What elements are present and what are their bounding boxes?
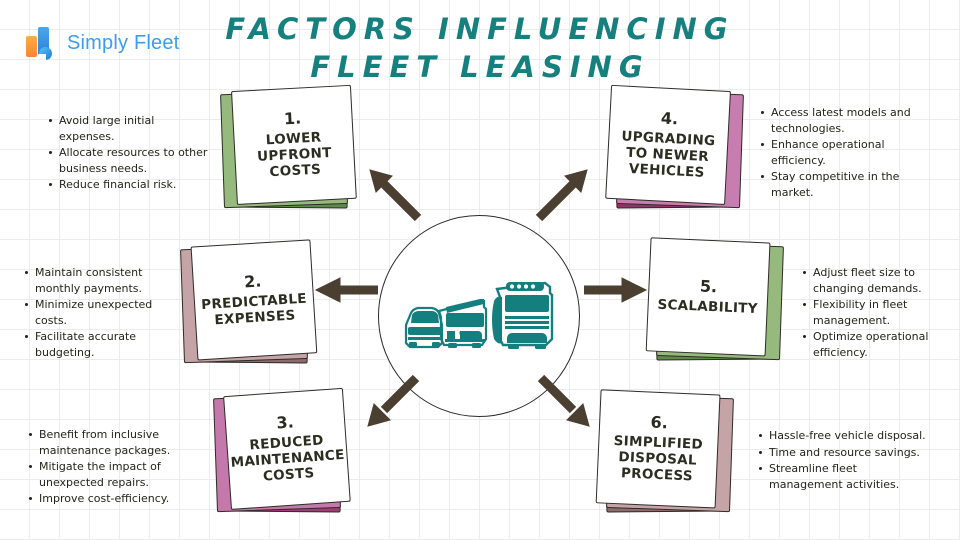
list-item: Allocate resources to other business nee… (49, 145, 211, 176)
card-3[interactable]: 3. REDUCED MAINTENANCE COSTS (213, 387, 351, 515)
card-2-sheet: 2. PREDICTABLE EXPENSES (190, 239, 318, 361)
card-6[interactable]: 6. SIMPLIFIED DISPOSAL PROCESS (595, 389, 734, 515)
card-3-bullets: Benefit from inclusive maintenance packa… (26, 427, 196, 508)
arrow-to-card-6 (535, 372, 591, 428)
card-1[interactable]: 1. LOWER UPFRONT COSTS (220, 84, 357, 211)
card-4-number: 4. (660, 108, 679, 129)
card-6-number: 6. (650, 412, 669, 433)
card-1-number: 1. (283, 108, 302, 129)
card-4-sheet: 4. UPGRADING TO NEWER VEHICLES (605, 84, 731, 205)
list-item: Facilitate accurate budgeting. (25, 329, 182, 360)
page-title: FACTORS INFLUENCING FLEET LEASING (200, 10, 760, 86)
list-item: Minimize unexpected costs. (25, 297, 182, 328)
brand-logo: Simply Fleet (24, 26, 179, 60)
arrow-to-card-5 (584, 277, 648, 303)
list-item: Avoid large initial expenses. (49, 113, 211, 144)
card-3-number: 3. (275, 412, 295, 433)
fleet-vehicles-icon (400, 273, 558, 359)
card-2-number: 2. (243, 271, 262, 292)
card-1-sheet: 1. LOWER UPFRONT COSTS (231, 84, 357, 205)
list-item: Mitigate the impact of unexpected repair… (29, 459, 196, 490)
arrow-to-card-4 (533, 168, 589, 224)
card-2[interactable]: 2. PREDICTABLE EXPENSES (180, 239, 318, 366)
simply-fleet-bars-logo-icon (24, 26, 58, 60)
card-6-title: SIMPLIFIED DISPOSAL PROCESS (613, 432, 704, 485)
card-2-title: PREDICTABLE EXPENSES (200, 290, 308, 329)
card-1-title: LOWER UPFRONT COSTS (256, 129, 333, 181)
card-5-sheet: 5. SCALABILITY (645, 237, 771, 357)
list-item: Time and resource savings. (759, 445, 926, 461)
list-item: Enhance operational efficiency. (761, 137, 928, 168)
card-5-number: 5. (699, 276, 718, 297)
card-1-bullets: Avoid large initial expenses. Allocate r… (46, 113, 211, 194)
list-item: Maintain consistent monthly payments. (25, 265, 182, 296)
list-item: Optimize operational efficiency. (803, 329, 960, 360)
card-5-title: SCALABILITY (657, 296, 759, 318)
card-6-sheet: 6. SIMPLIFIED DISPOSAL PROCESS (595, 389, 721, 509)
list-item: Adjust fleet size to changing demands. (803, 265, 960, 296)
card-4-title: UPGRADING TO NEWER VEHICLES (620, 128, 716, 181)
card-6-bullets: Hassle-free vehicle disposal. Time and r… (756, 428, 926, 493)
list-item: Stay competitive in the market. (761, 169, 928, 200)
list-item: Access latest models and technologies. (761, 105, 928, 136)
arrow-to-card-1 (368, 168, 424, 224)
list-item: Streamline fleet management activities. (759, 461, 926, 492)
list-item: Benefit from inclusive maintenance packa… (29, 427, 196, 458)
card-2-bullets: Maintain consistent monthly payments. Mi… (22, 265, 182, 361)
title-line-1: FACTORS INFLUENCING (225, 12, 735, 46)
card-5[interactable]: 5. SCALABILITY (645, 237, 784, 363)
card-4-bullets: Access latest models and technologies. E… (758, 105, 928, 201)
brand-name: Simply Fleet (67, 31, 180, 54)
card-4[interactable]: 4. UPGRADING TO NEWER VEHICLES (605, 84, 744, 211)
card-3-title: REDUCED MAINTENANCE COSTS (230, 432, 346, 485)
list-item: Reduce financial risk. (49, 177, 211, 193)
arrow-to-card-3 (366, 372, 422, 428)
card-3-sheet: 3. REDUCED MAINTENANCE COSTS (223, 387, 351, 510)
card-5-bullets: Adjust fleet size to changing demands. F… (800, 265, 960, 361)
arrow-to-card-2 (314, 277, 378, 303)
list-item: Improve cost-efficiency. (29, 491, 196, 507)
title-line-2: FLEET LEASING (310, 50, 650, 84)
list-item: Hassle-free vehicle disposal. (759, 429, 926, 442)
list-item: Flexibility in fleet management. (803, 297, 960, 328)
